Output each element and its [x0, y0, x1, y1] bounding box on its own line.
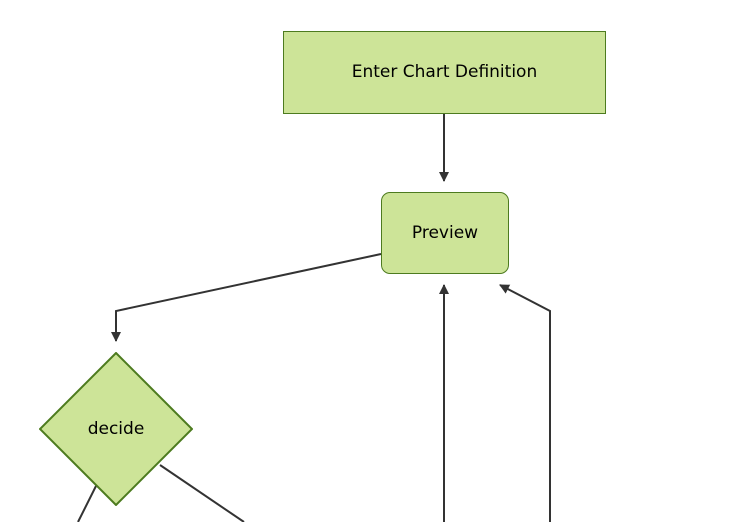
node-enter-chart-definition-label: Enter Chart Definition: [351, 62, 538, 82]
node-decide-label: decide: [87, 418, 145, 439]
edge-decide-to-lower-left: [77, 485, 97, 522]
edge-preview-to-decide: [111, 253, 382, 342]
edge-return-right-to-preview: [499, 284, 551, 522]
decide-diamond-shape: [39, 352, 193, 506]
node-preview-label: Preview: [411, 222, 479, 243]
node-decide[interactable]: decide: [39, 352, 193, 506]
edge-decide-to-lower-right: [159, 464, 245, 522]
node-enter-chart-definition[interactable]: Enter Chart Definition: [283, 31, 606, 114]
node-preview[interactable]: Preview: [381, 192, 509, 274]
